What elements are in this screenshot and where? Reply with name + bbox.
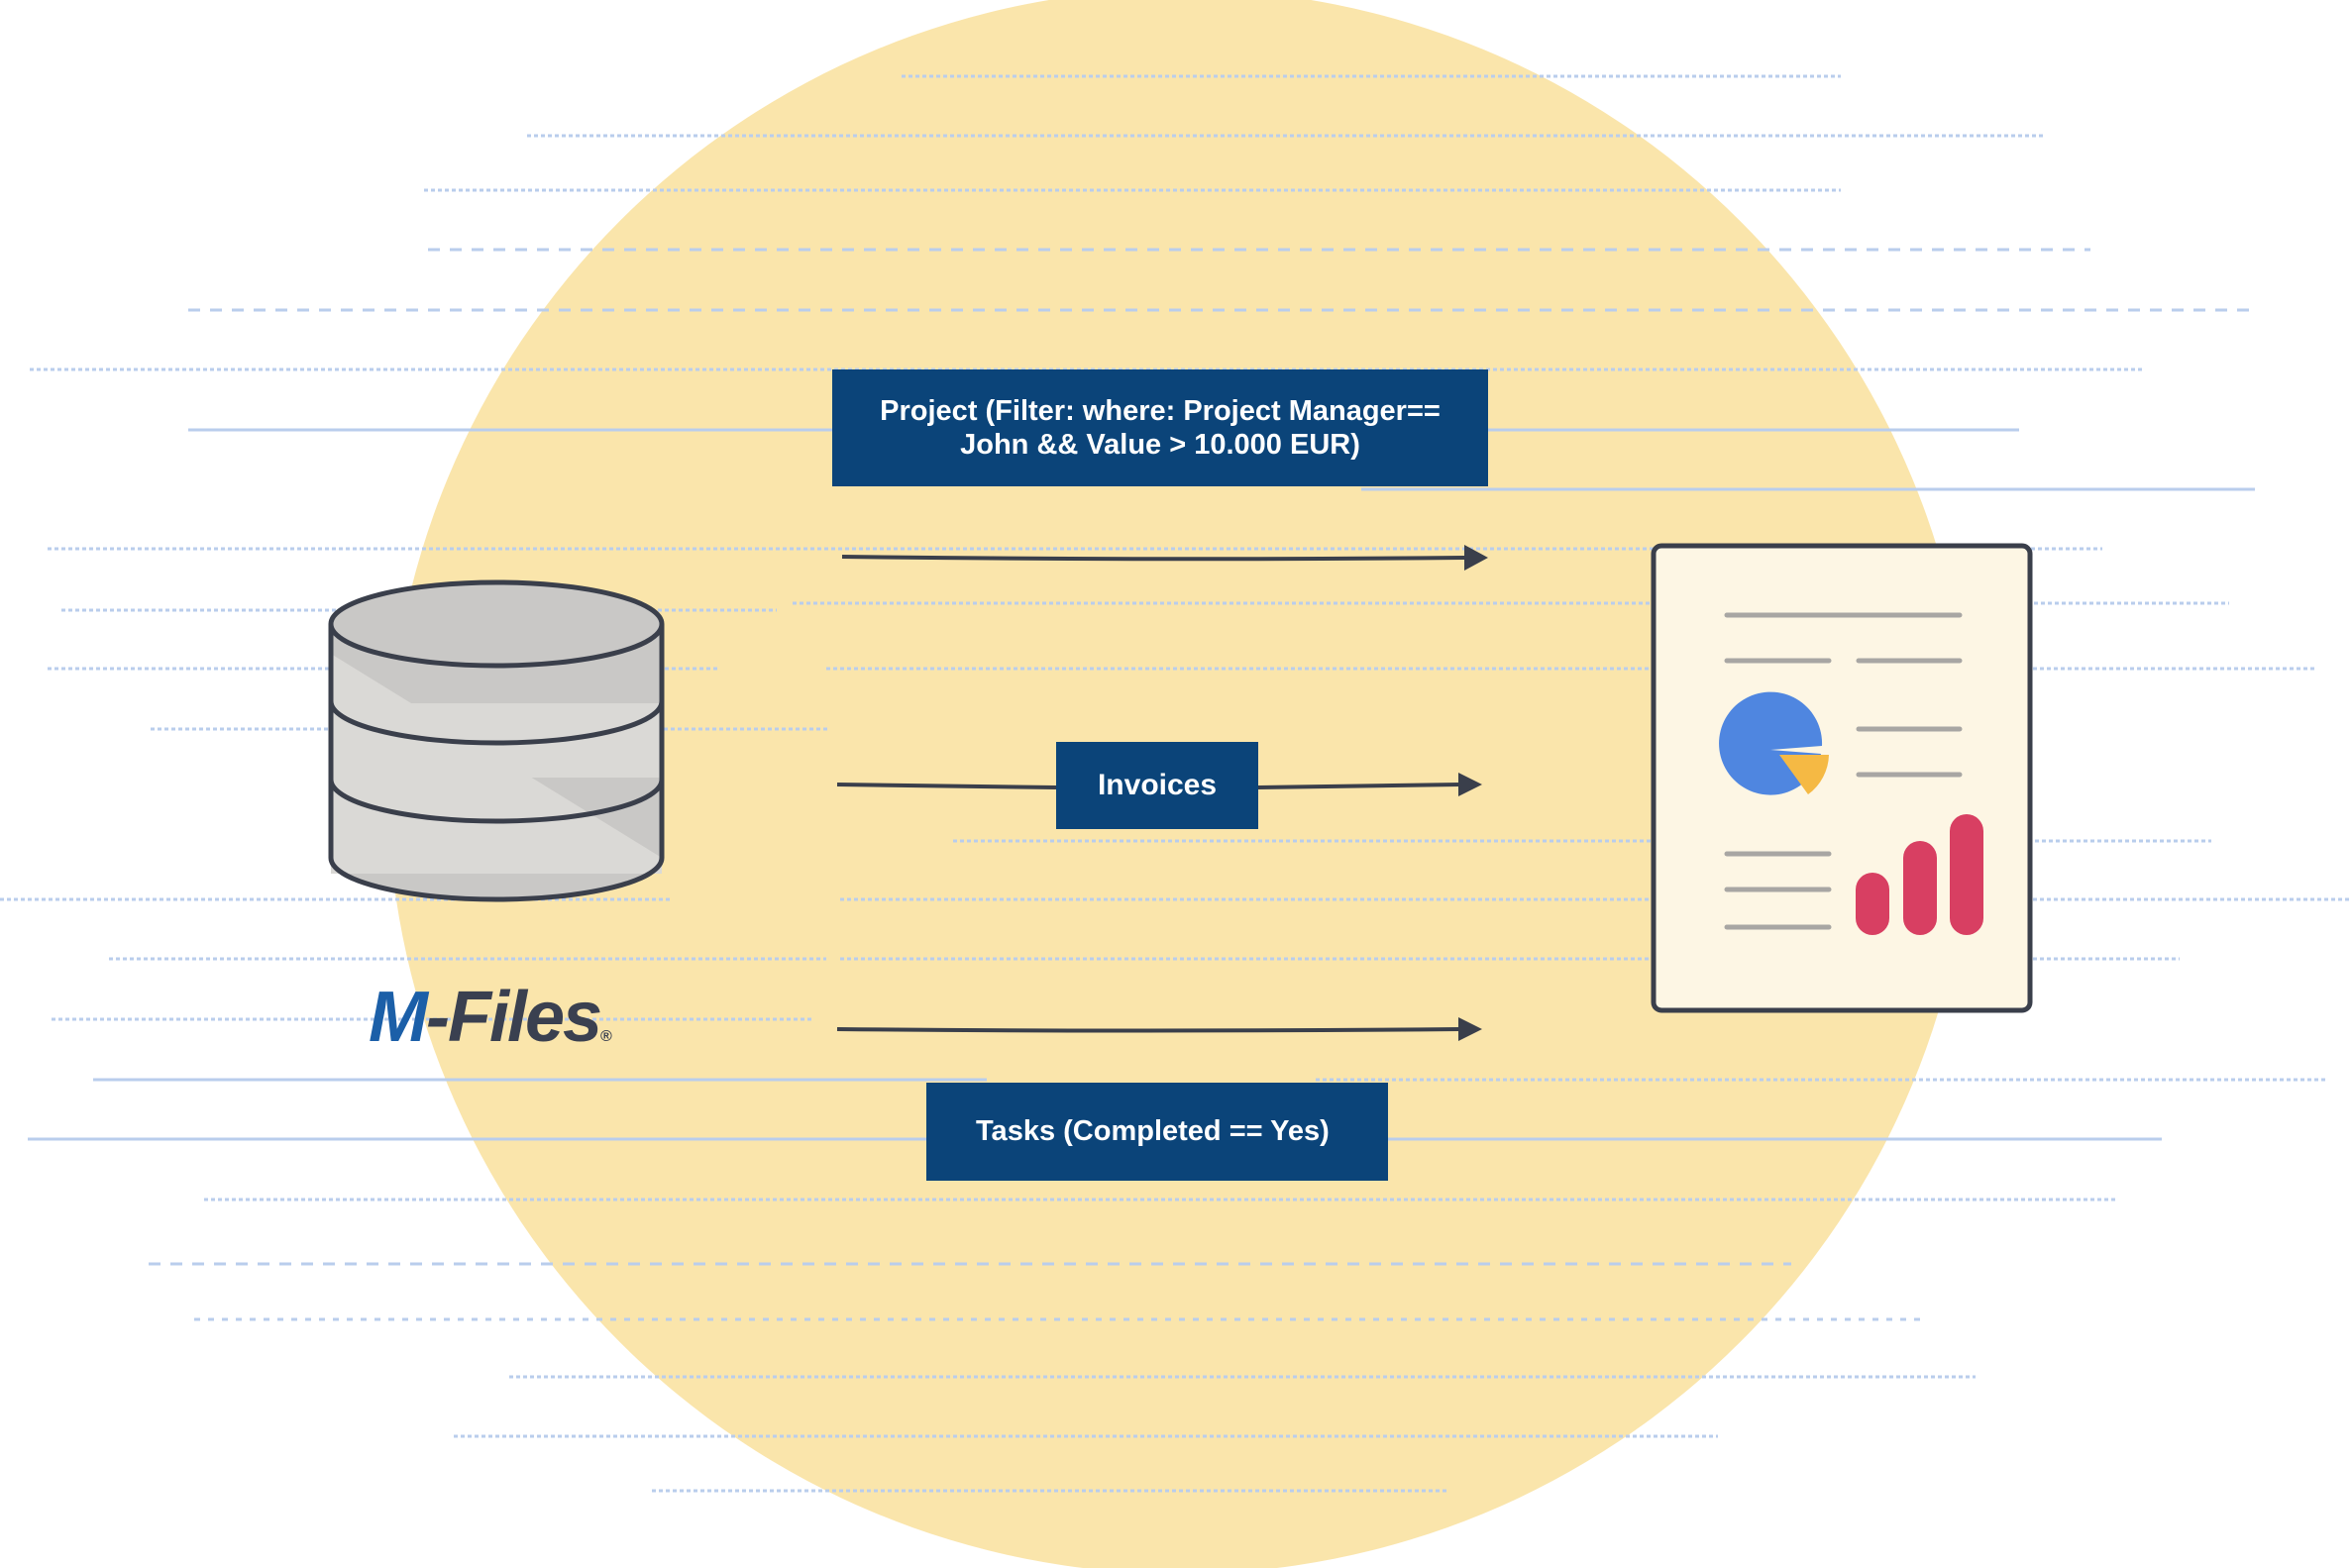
arrow-tasks	[836, 1017, 1482, 1041]
report-document-icon	[1651, 543, 2033, 1013]
bar-chart-icon	[1856, 814, 1983, 935]
label-tasks: Tasks (Completed == Yes)	[926, 1083, 1388, 1181]
database-icon	[328, 579, 665, 902]
arrow-invoices	[836, 773, 1482, 796]
label-project-line1: Project (Filter: where: Project Manager=…	[880, 395, 1441, 427]
decorative-stripes	[0, 74, 2352, 1493]
pie-chart-icon	[1719, 691, 1829, 795]
label-project: Project (Filter: where: Project Manager=…	[832, 369, 1488, 486]
m-files-logo-m: M	[369, 978, 428, 1057]
m-files-logo-reg: ®	[600, 1028, 612, 1045]
m-files-logo-rest: -Files	[425, 978, 602, 1057]
arrow-project	[841, 545, 1488, 571]
arrows	[836, 545, 1488, 1041]
label-invoices: Invoices	[1056, 742, 1258, 829]
m-files-logo: M-Files®	[369, 977, 612, 1058]
label-project-line2: John && Value > 10.000 EUR)	[960, 429, 1360, 461]
